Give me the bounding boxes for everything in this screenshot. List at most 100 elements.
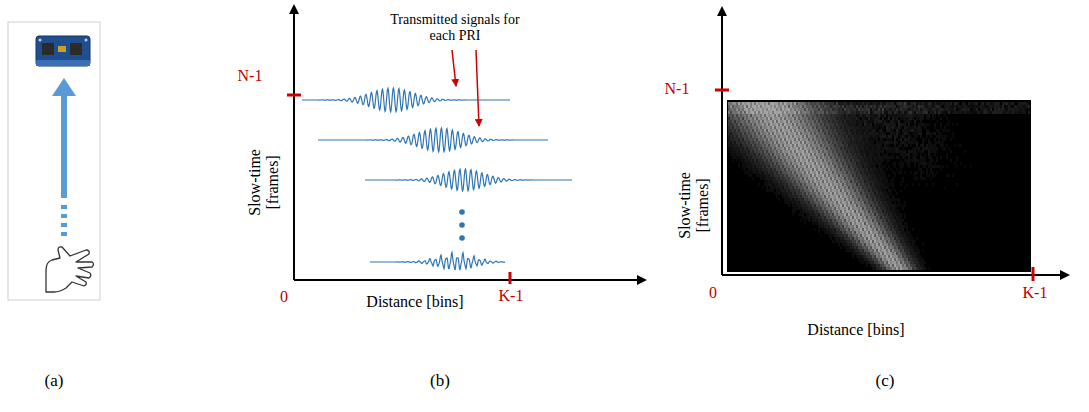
map-pixel <box>838 144 839 147</box>
map-pixel <box>760 126 761 129</box>
map-pixel <box>998 108 999 111</box>
map-pixel <box>770 138 771 141</box>
map-pixel <box>828 144 829 147</box>
map-pixel <box>856 117 857 120</box>
map-pixel <box>840 102 841 105</box>
map-pixel <box>792 138 793 141</box>
map-pixel <box>760 132 761 135</box>
map-pixel <box>846 147 847 150</box>
map-pixel <box>888 117 889 120</box>
map-pixel <box>750 132 751 135</box>
map-pixel <box>736 114 737 117</box>
map-pixel <box>770 108 771 111</box>
map-pixel <box>772 141 773 144</box>
map-pixel <box>752 120 753 123</box>
map-pixel <box>778 105 779 108</box>
map-pixel <box>844 138 845 141</box>
map-pixel <box>756 132 757 135</box>
map-pixel <box>812 102 813 105</box>
map-pixel <box>966 105 967 108</box>
map-pixel <box>876 120 877 123</box>
map-pixel <box>932 108 933 111</box>
map-pixel <box>876 126 877 129</box>
map-pixel <box>736 141 737 144</box>
map-pixel <box>1016 105 1017 108</box>
map-pixel <box>778 153 779 156</box>
map-pixel <box>784 108 785 111</box>
map-pixel <box>810 144 811 147</box>
map-pixel <box>818 105 819 108</box>
map-pixel <box>874 135 875 138</box>
map-pixel <box>946 108 947 111</box>
map-pixel <box>926 108 927 111</box>
map-pixel <box>746 120 747 123</box>
map-pixel <box>736 153 737 156</box>
map-pixel <box>780 126 781 129</box>
map-pixel <box>754 132 755 135</box>
map-pixel <box>814 111 815 114</box>
map-pixel <box>862 138 863 141</box>
map-pixel <box>974 111 975 114</box>
map-pixel <box>898 147 899 150</box>
map-pixel <box>776 123 777 126</box>
map-pixel <box>816 153 817 156</box>
map-pixel <box>822 141 823 144</box>
map-pixel <box>892 111 893 114</box>
map-pixel <box>766 123 767 126</box>
map-pixel <box>822 108 823 111</box>
map-pixel <box>730 108 731 111</box>
map-pixel <box>772 102 773 105</box>
map-pixel <box>810 126 811 129</box>
map-pixel <box>740 123 741 126</box>
map-pixel <box>882 126 883 129</box>
map-pixel <box>778 147 779 150</box>
map-pixel <box>888 102 889 105</box>
map-pixel <box>742 114 743 117</box>
map-pixel <box>808 135 809 138</box>
map-pixel <box>790 105 791 108</box>
map-pixel <box>910 111 911 114</box>
map-pixel <box>776 135 777 138</box>
map-pixel <box>782 105 783 108</box>
map-pixel <box>826 135 827 138</box>
map-pixel <box>728 141 729 144</box>
map-pixel <box>900 111 901 114</box>
map-pixel <box>948 120 949 123</box>
map-pixel <box>830 120 831 123</box>
map-pixel <box>764 108 765 111</box>
map-pixel <box>866 108 867 111</box>
map-pixel <box>952 102 953 105</box>
map-pixel <box>782 123 783 126</box>
map-pixel <box>824 135 825 138</box>
map-pixel <box>816 147 817 150</box>
map-pixel <box>840 114 841 117</box>
map-pixel <box>876 114 877 117</box>
map-pixel <box>880 141 881 144</box>
map-pixel <box>980 102 981 105</box>
map-pixel <box>872 117 873 120</box>
map-pixel <box>822 123 823 126</box>
map-pixel <box>840 153 841 156</box>
map-pixel <box>922 123 923 126</box>
map-pixel <box>790 135 791 138</box>
map-pixel <box>884 147 885 150</box>
map-pixel <box>778 135 779 138</box>
map-pixel <box>1028 105 1029 108</box>
map-pixel <box>916 135 917 138</box>
map-pixel <box>780 141 781 144</box>
map-pixel <box>946 123 947 126</box>
map-pixel <box>896 135 897 138</box>
map-pixel <box>734 153 735 156</box>
map-pixel <box>924 153 925 156</box>
map-pixel <box>888 135 889 138</box>
map-pixel <box>826 138 827 141</box>
map-pixel <box>858 120 859 123</box>
map-pixel <box>904 144 905 147</box>
map-pixel <box>1004 111 1005 114</box>
map-pixel <box>930 141 931 144</box>
map-pixel <box>868 105 869 108</box>
map-pixel <box>848 144 849 147</box>
map-pixel <box>782 141 783 144</box>
map-pixel <box>816 117 817 120</box>
map-pixel <box>858 129 859 132</box>
